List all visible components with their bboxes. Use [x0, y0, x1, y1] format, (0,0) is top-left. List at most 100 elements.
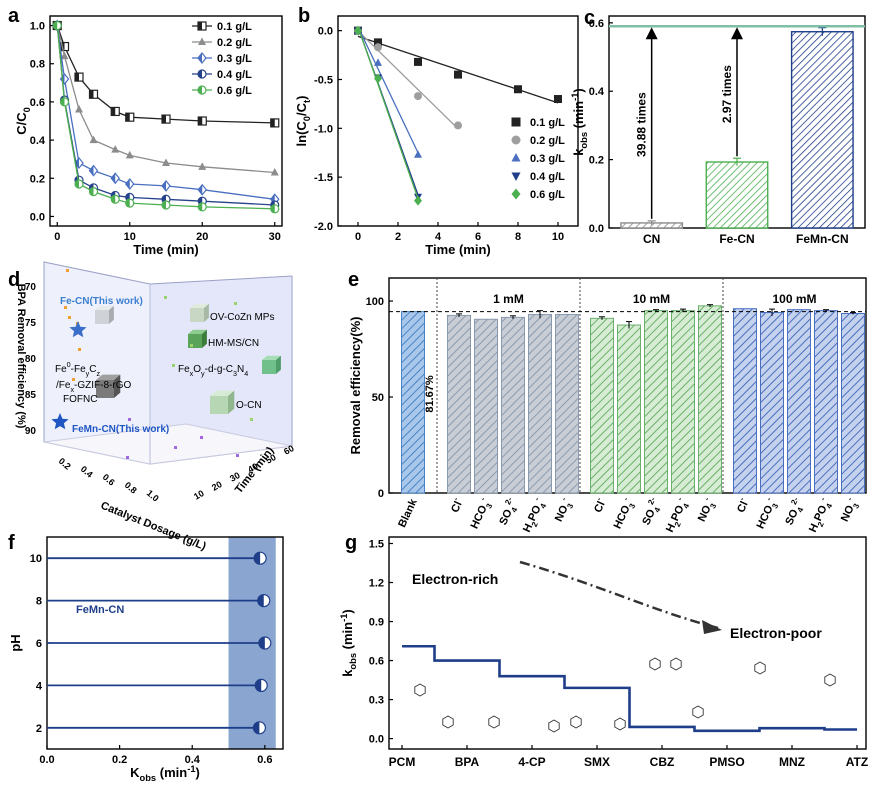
- panel-a-point-fill: [198, 202, 203, 211]
- panel-d-label-fofnc: FOFNC: [63, 394, 97, 405]
- panel-b-legend-marker-shape: [511, 117, 521, 127]
- panel-e-ytick-label: 100: [366, 296, 384, 308]
- panel-d-ztick: 85: [25, 390, 37, 401]
- panel-b-legend-marker-shape: [511, 135, 521, 145]
- panel-d-star: [51, 413, 69, 430]
- panel-b-point-shape: [374, 43, 382, 52]
- panel-b-point-shape: [454, 121, 462, 130]
- panel-b-point: [354, 25, 362, 36]
- panel-b-ytick-label: -2.0: [314, 221, 333, 233]
- panel-a-xtick-label: 30: [269, 231, 281, 243]
- panel-g-ytick-label: 1.5: [369, 539, 384, 551]
- panel-a-point: [111, 145, 120, 153]
- panel-a-point-fill: [125, 199, 130, 208]
- panel-f-xlabel: Kobs (min-1): [130, 764, 200, 783]
- panel-a-line-2: [56, 25, 275, 200]
- panel-a-point: [270, 118, 280, 128]
- panel-b-point-shape: [374, 58, 382, 66]
- panel-f-letter: f: [8, 532, 15, 554]
- panel-f-point: [253, 551, 267, 565]
- panel-d-label-fexoy: FexOy-d-g-C3N4: [178, 364, 248, 378]
- panel-a-point-fill: [198, 184, 203, 195]
- panel-g-molecule-atz: [824, 673, 836, 687]
- panel-e-bar: [698, 305, 722, 494]
- panel-b-point: [374, 58, 382, 66]
- panel-g-frame: [388, 536, 867, 750]
- panel-e-bar: [760, 312, 784, 494]
- panel-e-xlabel: Cl-: [589, 496, 609, 515]
- panel-d-cube: [210, 390, 235, 396]
- panel-b-point-shape: [374, 73, 382, 84]
- panel-b-point-shape: [554, 95, 562, 104]
- panel-d-point: [78, 348, 81, 351]
- panel-a-xtick-label: 0: [54, 231, 60, 243]
- panel-a-ytick-label: 0.4: [30, 135, 46, 147]
- panel-d-label-ocn: O-CN: [236, 400, 262, 411]
- panel-d-floor: [43, 423, 293, 465]
- panel-f-point: [254, 678, 268, 693]
- panel-g-molecule-mnz: [754, 661, 766, 675]
- panel-a-point-fill: [125, 113, 130, 122]
- panel-a-point-shape: [75, 105, 83, 113]
- panel-e-bar: [528, 313, 552, 494]
- panel-a-legend-label: 0.1 g/L: [217, 21, 252, 33]
- panel-g-xlabel: ATZ: [846, 755, 868, 769]
- panel-g-letter: g: [345, 532, 357, 554]
- panel-g-molecule-smx: [614, 717, 626, 731]
- panel-a-point: [88, 89, 99, 99]
- panel-d-label-hmms: HM-MS/CN: [208, 338, 259, 349]
- panel-f-point-fill: [254, 552, 261, 565]
- panel-b-point: [414, 195, 422, 206]
- panel-a-legend-marker-shape: [198, 37, 206, 45]
- panel-b-fit-0: [357, 35, 559, 104]
- panel-e-xlabel: NO3-: [693, 496, 719, 525]
- panel-a-point-fill: [111, 107, 116, 116]
- panel-d-cube: [262, 360, 276, 374]
- panel-d-plot: Fe-CN(This work)Fe0-FeyCz/Fex-GZIF-8-rGO…: [43, 261, 293, 465]
- panel-c-annotation: 39.88 times: [635, 92, 649, 157]
- panel-g-molecule-4cp: [548, 719, 560, 733]
- panel-a-point: [110, 106, 120, 117]
- panel-a-point-fill: [162, 115, 166, 124]
- panel-e-bar: [617, 324, 641, 494]
- panel-b-point-shape: [514, 85, 522, 94]
- panel-a-point: [88, 164, 99, 177]
- panel-d-ytick: 60: [282, 443, 296, 457]
- panel-c-bar: [705, 161, 769, 229]
- panel-b-legend-marker: [511, 188, 521, 200]
- panel-d-xtick: 0.4: [79, 464, 95, 480]
- panel-d-label-gzif: /Fex-GZIF-8-rGO: [56, 380, 131, 394]
- panel-e-group-label: 1 mM: [493, 292, 524, 306]
- panel-b-legend-marker-shape: [511, 172, 521, 181]
- panel-d-cube: [109, 305, 114, 324]
- panel-a-point-fill: [111, 195, 116, 204]
- panel-a-point: [59, 97, 70, 107]
- panel-a-point: [161, 114, 171, 124]
- panel-b-point-shape: [414, 92, 422, 101]
- panel-d-letter: d: [8, 269, 20, 291]
- panel-a-point-shape: [125, 150, 134, 159]
- panel-c-ytick-label: 0.2: [589, 155, 604, 167]
- panel-b-point: [374, 38, 382, 47]
- panel-d-cube: [210, 396, 228, 414]
- panel-e-xlabel: H2PO4-: [661, 496, 692, 536]
- panel-e-xlabel: NO3-: [550, 496, 576, 525]
- panel-d-ytick: 10: [192, 488, 206, 502]
- panel-e-bar: [644, 310, 668, 494]
- panel-a-point-fill: [198, 117, 203, 125]
- panel-a-legend-marker-fill: [198, 86, 202, 94]
- panel-e-xlabel: SO42-: [495, 496, 523, 529]
- panel-b-legend-marker: [511, 117, 521, 127]
- panel-d-cube: [95, 305, 114, 310]
- panel-d-ytick: 40: [246, 461, 260, 475]
- panel-b-ytick-label: -1.5: [314, 172, 333, 184]
- panel-d-label-ovcozn: OV-CoZn MPs: [210, 312, 274, 323]
- panel-a-point-shape: [89, 135, 98, 144]
- panel-e-bar: [447, 314, 471, 494]
- panel-d-cube: [190, 303, 209, 308]
- panel-f-series-label: FeMn-CN: [76, 604, 124, 616]
- panel-a-point: [110, 172, 121, 185]
- panel-b-fit-4: [357, 26, 419, 199]
- panel-g-molecule-pcm: [414, 683, 426, 697]
- panel-d-xtick: 0.8: [123, 480, 139, 496]
